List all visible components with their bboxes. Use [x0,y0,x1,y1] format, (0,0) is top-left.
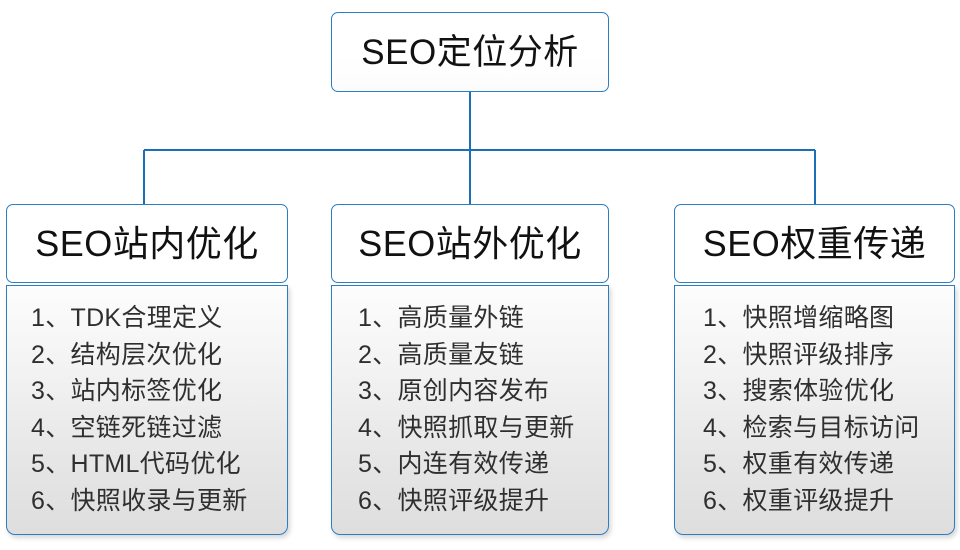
list-item: 5、权重有效传递 [703,450,895,478]
root-node[interactable]: SEO定位分析 [331,12,609,92]
list-item: 1、高质量外链 [358,304,525,332]
list-item: 3、搜索体验优化 [703,377,895,405]
branch-header-label-3: SEO权重传递 [702,222,927,264]
branch-header-label-1: SEO站内优化 [35,222,259,264]
list-item: 5、内连有效传递 [358,450,550,478]
list-item: 2、快照评级排序 [703,340,895,369]
list-item: 3、站内标签优化 [31,377,223,405]
branch-column-1: SEO站内优化 1、TDK合理定义 2、结构层次优化 3、站内标签优化 4、空链… [6,204,288,535]
root-node-label: SEO定位分析 [361,32,579,72]
branch-body-2: 1、高质量外链 2、高质量友链 3、原创内容发布 4、快照抓取与更新 5、内连有… [331,285,609,535]
branch-header-2[interactable]: SEO站外优化 [331,204,609,283]
list-item: 6、权重评级提升 [703,486,895,515]
list-item: 1、TDK合理定义 [31,304,223,332]
list-item: 5、HTML代码优化 [31,450,241,478]
list-item: 1、快照增缩略图 [703,304,895,332]
branch-header-label-2: SEO站外优化 [358,222,582,264]
branch-column-3: SEO权重传递 1、快照增缩略图 2、快照评级排序 3、搜索体验优化 4、检索与… [674,204,955,535]
branch-header-1[interactable]: SEO站内优化 [6,204,288,283]
branch-header-3[interactable]: SEO权重传递 [674,204,955,283]
list-item: 3、原创内容发布 [358,377,550,405]
list-item: 4、检索与目标访问 [703,413,920,442]
list-item: 4、空链死链过滤 [31,413,223,442]
branch-column-2: SEO站外优化 1、高质量外链 2、高质量友链 3、原创内容发布 4、快照抓取与… [331,204,609,535]
branch-body-1: 1、TDK合理定义 2、结构层次优化 3、站内标签优化 4、空链死链过滤 5、H… [6,285,288,535]
list-item: 4、快照抓取与更新 [358,413,575,442]
branch-body-3: 1、快照增缩略图 2、快照评级排序 3、搜索体验优化 4、检索与目标访问 5、权… [674,285,955,535]
list-item: 2、结构层次优化 [31,340,223,369]
list-item: 2、高质量友链 [358,340,525,369]
list-item: 6、快照收录与更新 [31,486,248,515]
list-item: 6、快照评级提升 [358,486,550,515]
